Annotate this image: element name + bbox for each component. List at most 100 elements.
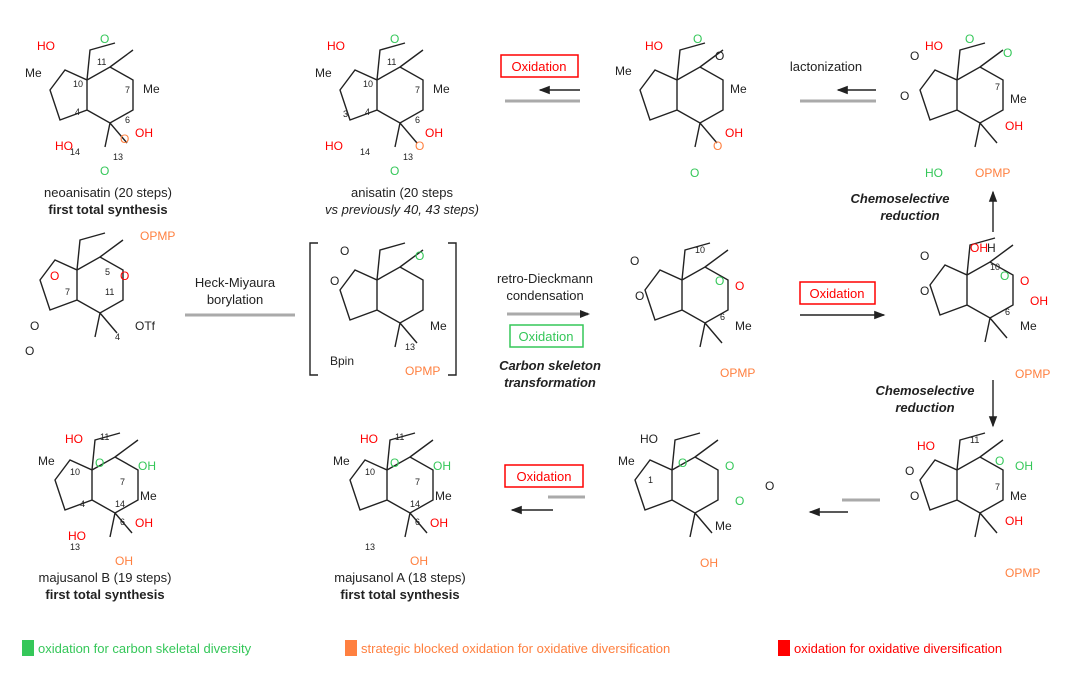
atom-number: 6 — [415, 115, 420, 125]
majusanol-a-note: first total synthesis — [340, 587, 459, 602]
oxidation-box-green — [509, 324, 584, 348]
bond-skeleton — [39, 232, 124, 338]
atom-label: OH — [433, 459, 451, 473]
atom-label: HO — [37, 39, 55, 53]
atom-number: 4 — [75, 107, 80, 117]
atom-label: OPMP — [975, 166, 1010, 180]
neoanisatin-note: first total synthesis — [48, 202, 167, 217]
atom-number: 11 — [105, 287, 114, 297]
atom-label: Me — [1020, 319, 1037, 333]
atom-number: 6 — [120, 517, 125, 527]
atom-label: O — [120, 132, 129, 146]
legend-label: strategic blocked oxidation for oxidativ… — [361, 640, 671, 656]
atom-number: 4 — [115, 332, 120, 342]
bracket-left — [309, 242, 318, 376]
legend-swatch — [22, 640, 34, 656]
legend-item-orange: strategic blocked oxidation for oxidativ… — [345, 640, 670, 656]
atom-label: OH — [135, 516, 153, 530]
atom-label: OH — [1005, 514, 1023, 528]
atom-number: 7 — [125, 85, 130, 95]
atom-label: Me — [25, 66, 42, 80]
atom-number: 13 — [405, 342, 415, 352]
atom-number: 14 — [115, 499, 125, 509]
atom-number: 7 — [120, 477, 125, 487]
atom-label: OH — [430, 516, 448, 530]
atom-label: Me — [715, 519, 732, 533]
atom-label: Me — [730, 82, 747, 96]
atom-label: O — [120, 269, 129, 283]
atom-label: Me — [315, 66, 332, 80]
bond-skeleton — [639, 42, 724, 148]
atom-label: O — [415, 249, 424, 263]
atom-number: 7 — [995, 82, 1000, 92]
oxidation-box-top — [500, 54, 579, 78]
atom-label: HO — [925, 166, 943, 180]
carbon-skeleton-label: Carbon skeleton — [499, 358, 601, 373]
atom-number: 14 — [70, 147, 80, 157]
atom-label: O — [390, 32, 399, 46]
bracket-right — [448, 242, 457, 376]
atom-label: O — [905, 464, 914, 478]
heck-miyaura-label: borylation — [207, 292, 263, 307]
atom-label: HO — [925, 39, 943, 53]
atom-number: 11 — [100, 432, 109, 442]
atom-label: O — [693, 32, 702, 46]
atom-number: 10 — [70, 467, 80, 477]
chemoselective-reduction-label: Chemoselective — [876, 383, 975, 398]
atom-label: HO — [645, 39, 663, 53]
oxidation-label-mid: Oxidation — [810, 286, 865, 301]
chemoselective-reduction-label: reduction — [895, 400, 954, 415]
atom-label: O — [715, 274, 724, 288]
atom-number: 3 — [343, 109, 348, 119]
atom-label: O — [340, 244, 349, 258]
atom-label: Me — [333, 454, 350, 468]
atom-number: 7 — [415, 85, 420, 95]
atom-label: OH — [725, 126, 743, 140]
atom-label: O — [100, 32, 109, 46]
atom-label: O — [910, 489, 919, 503]
atom-label: O — [920, 249, 929, 263]
atom-label: OH — [425, 126, 443, 140]
atom-label: O — [715, 49, 724, 63]
atom-label: O — [415, 139, 424, 153]
legend-item-green: oxidation for carbon skeletal diversity — [22, 640, 251, 656]
oxidation-label-bottom: Oxidation — [517, 469, 572, 484]
atom-label: OH — [700, 556, 718, 570]
atom-number: 4 — [80, 499, 85, 509]
atom-label: HO — [917, 439, 935, 453]
atom-label: O — [735, 279, 744, 293]
atom-number: 6 — [125, 115, 130, 125]
atom-label: O — [1000, 269, 1009, 283]
anisatin-name: anisatin (20 steps — [351, 185, 453, 200]
atom-label: O — [390, 164, 399, 178]
anisatin-note: vs previously 40, 43 steps) — [325, 202, 479, 217]
oxidation-box-bottom — [504, 464, 584, 488]
atom-label: O — [390, 456, 399, 470]
atom-label: OH — [970, 241, 988, 255]
bond-skeleton — [339, 242, 424, 348]
atom-label: HO — [325, 139, 343, 153]
atom-label: OPMP — [405, 364, 440, 378]
atom-number: 11 — [387, 57, 396, 67]
atom-number: 6 — [1005, 307, 1010, 317]
atom-label: OH — [1030, 294, 1048, 308]
arrow-head — [580, 310, 590, 318]
atom-label: O — [635, 289, 644, 303]
atom-label: O — [900, 89, 909, 103]
atom-number: 13 — [365, 542, 375, 552]
majusanol-b-note: first total synthesis — [45, 587, 164, 602]
atom-number: 11 — [97, 57, 106, 67]
atom-label: OPMP — [1015, 367, 1050, 381]
chemoselective-reduction-label: Chemoselective — [851, 191, 950, 206]
atom-number: 10 — [990, 262, 1000, 272]
atom-label: O — [1003, 46, 1012, 60]
atom-number: 10 — [695, 245, 705, 255]
